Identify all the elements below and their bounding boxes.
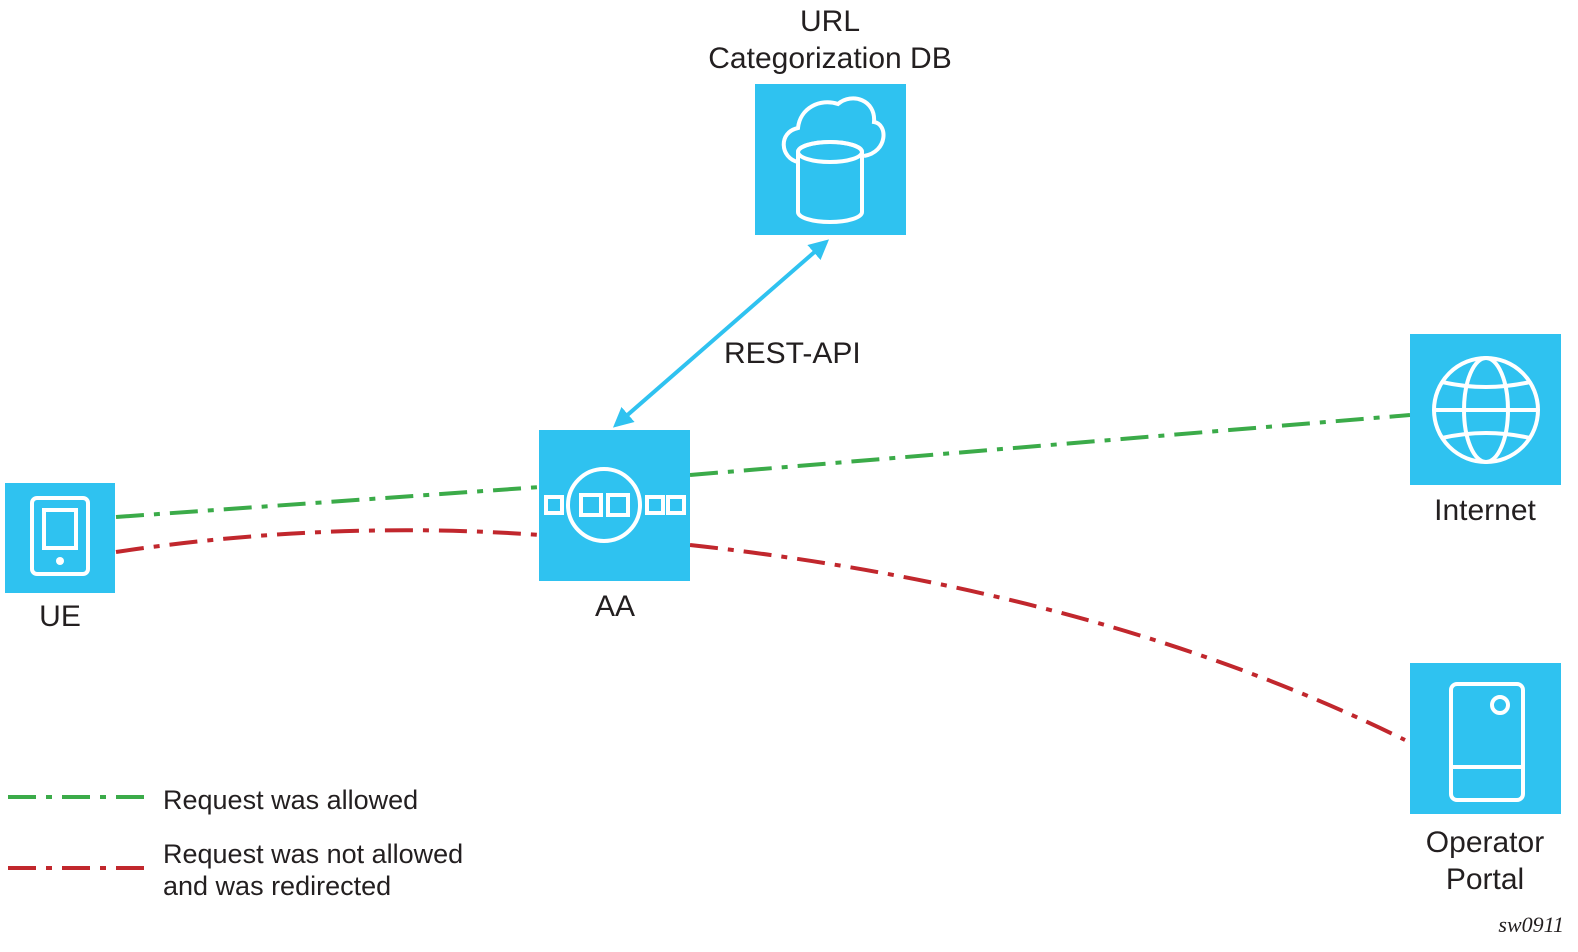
allowed-path-aa-to-internet xyxy=(689,413,1411,477)
db-label-line2: Categorization DB xyxy=(708,42,952,75)
server-icon xyxy=(1449,682,1525,802)
portal-label-line2: Portal xyxy=(1445,863,1525,896)
globe-icon xyxy=(1432,356,1540,464)
ue-label: UE xyxy=(39,600,81,633)
allowed-path-ue-to-aa xyxy=(115,485,541,519)
aa-label: AA xyxy=(594,590,636,623)
portal-label-line1: Operator xyxy=(1425,826,1545,859)
db-node xyxy=(755,84,906,235)
ue-node xyxy=(5,483,115,593)
mobile-device-icon xyxy=(30,496,90,576)
legend-allowed-label: Request was allowed xyxy=(163,785,419,815)
redirected-path-ue-to-aa xyxy=(115,528,541,554)
db-label-line1: URL xyxy=(799,5,860,38)
portal-node xyxy=(1410,663,1561,814)
legend-redirected-label-line1: Request was not allowed xyxy=(163,839,464,869)
cloud-database-icon xyxy=(781,96,886,224)
aa-node xyxy=(539,430,690,581)
redirected-path-aa-to-portal xyxy=(689,543,1406,742)
figure-id: sw0911 xyxy=(1498,912,1564,937)
legend-redirected-label-line2: and was redirected xyxy=(163,871,392,901)
rest-api-label: REST-API xyxy=(724,337,861,370)
rest-api-link xyxy=(612,239,830,428)
internet-label: Internet xyxy=(1434,494,1536,527)
packet-inspection-icon xyxy=(544,467,686,543)
internet-node xyxy=(1410,334,1561,485)
